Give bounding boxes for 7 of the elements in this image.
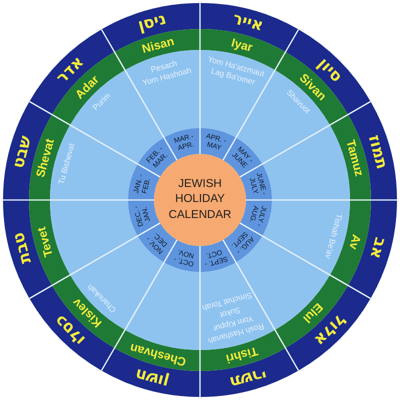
month-name: Iyar <box>228 34 254 56</box>
hebrew-month-name: חשון <box>133 364 172 394</box>
hebrew-month-name: אב <box>365 234 392 262</box>
month-name: Av <box>345 232 365 252</box>
hebrew-month-name: אייר <box>230 8 266 37</box>
holiday-name: Tu Bishevat <box>55 142 77 186</box>
holiday-name: Tishah Be'av <box>322 212 345 260</box>
